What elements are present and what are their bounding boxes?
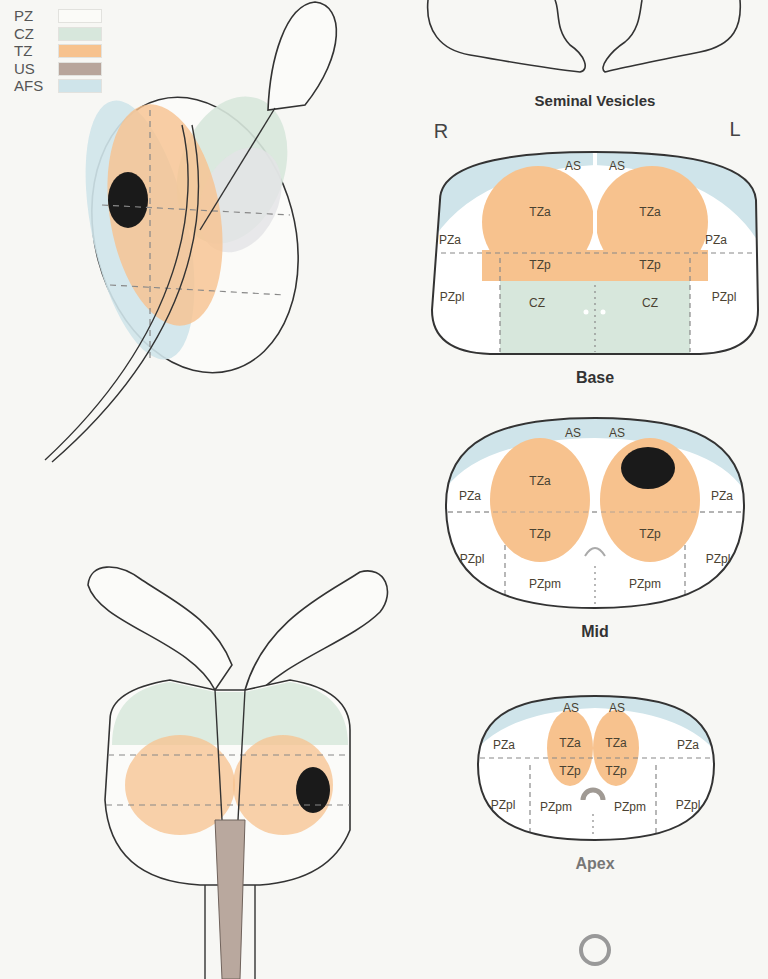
sector-label: AS — [565, 160, 581, 174]
legend-text: CZ — [14, 25, 34, 42]
section-heading: Base — [576, 369, 614, 387]
sector-label: TZa — [605, 737, 626, 751]
legend-swatch — [58, 27, 102, 41]
section-outline — [468, 692, 722, 874]
sector-label: PZpm — [614, 801, 646, 815]
sector-label: TZp — [529, 528, 550, 542]
sector-label: CZ — [642, 297, 658, 311]
sector-label: PZpm — [529, 578, 561, 592]
sector-label: TZa — [559, 737, 580, 751]
sector-label: AS — [565, 427, 581, 441]
sector-label: PZa — [677, 739, 699, 753]
section-outline — [428, 148, 762, 388]
legend-text: PZ — [14, 7, 33, 24]
side-label: L — [729, 118, 740, 141]
sector-label: PZpm — [629, 578, 661, 592]
sector-label: PZa — [459, 490, 481, 504]
sector-label: AS — [609, 160, 625, 174]
sector-label: PZa — [493, 739, 515, 753]
sector-label: TZp — [639, 259, 660, 273]
sector-label: PZa — [705, 234, 727, 248]
sector-label: PZa — [439, 234, 461, 248]
structure-label: Seminal Vesicles — [535, 92, 656, 109]
sector-label: TZa — [639, 206, 660, 220]
legend-text: AFS — [14, 77, 43, 94]
legend-swatch — [58, 9, 102, 23]
sector-label: AS — [609, 427, 625, 441]
sector-label: AS — [609, 702, 625, 716]
legend-swatch — [58, 44, 102, 58]
sector-label: TZa — [529, 475, 550, 489]
sector-label: PZpm — [540, 801, 572, 815]
sector-label: TZp — [529, 259, 550, 273]
legend-swatch — [58, 62, 102, 76]
sector-label: TZp — [639, 528, 660, 542]
sector-label: TZp — [605, 765, 626, 779]
apex-section: AS AS PZa TZa TZa PZaTZp TZpPZpl PZpm PZpm PZplAp… — [468, 692, 722, 874]
section-outline — [438, 413, 750, 645]
sector-label: PZpl — [706, 553, 731, 567]
sector-label: PZpl — [712, 291, 737, 305]
sector-label: PZpl — [676, 799, 701, 813]
sector-label: TZa — [529, 206, 550, 220]
sector-label: CZ — [529, 297, 545, 311]
legend-text: TZ — [14, 42, 32, 59]
base-section: AS AS TZa TZaPZa PZaTZp TZpPZpl CZ CZ PZplBase — [428, 148, 762, 388]
mid-section: AS AS TZaPZa PZaTZp TZpPZpl PZplPZpm PZpmMid — [438, 413, 750, 645]
section-heading: Mid — [581, 623, 609, 641]
sector-label: PZa — [711, 490, 733, 504]
legend-text: US — [14, 60, 35, 77]
sector-label: TZp — [559, 765, 580, 779]
side-label: R — [434, 120, 448, 143]
sector-label: PZpl — [440, 291, 465, 305]
legend-swatch — [58, 79, 102, 93]
sector-label: PZpl — [460, 553, 485, 567]
section-heading: Apex — [575, 855, 614, 873]
sector-label: PZpl — [491, 799, 516, 813]
sector-label: AS — [563, 702, 579, 716]
